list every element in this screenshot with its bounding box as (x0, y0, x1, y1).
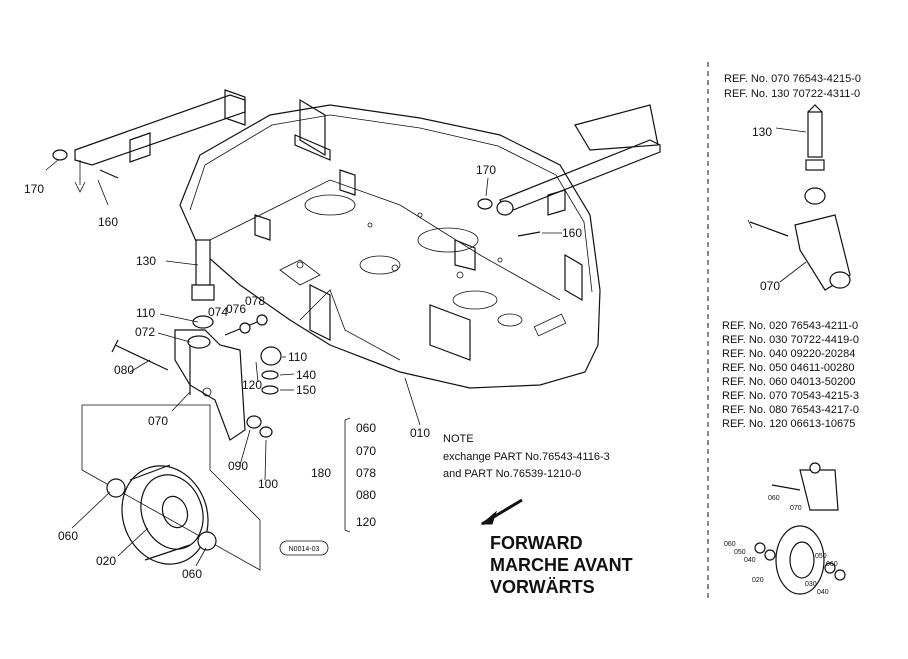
inset-callout-130: 130 (752, 125, 772, 139)
callout-020: 020 (96, 554, 116, 568)
forward-label: FORWARD MARCHE AVANT VORWÄRTS (490, 533, 633, 597)
stack-bracket (344, 417, 351, 533)
callout-070: 070 (148, 414, 168, 428)
inset-callout: 040 (817, 589, 829, 596)
leader-lines (45, 159, 562, 567)
inset-top-drawing (747, 104, 851, 291)
callout-076: 076 (226, 302, 246, 316)
ref-line: REF. No. 120 06613-10675 (722, 418, 855, 430)
note-block: NOTE exchange PART No.76543-4116-3 and P… (443, 433, 610, 480)
forward-arrow-icon (480, 498, 523, 526)
callout-130: 130 (136, 254, 156, 268)
inset-callout: 060 (826, 561, 838, 568)
callout-078: 078 (245, 294, 265, 308)
forward-fr: MARCHE AVANT (490, 555, 633, 575)
callout-100: 100 (258, 477, 278, 491)
inset-callout: 050 (734, 549, 746, 556)
callout-160-right: 160 (562, 226, 582, 240)
stack-item: 078 (356, 466, 376, 480)
forward-de: VORWÄRTS (490, 577, 595, 597)
stack-list: 180 060 070 078 080 120 (311, 421, 376, 529)
inset-callout-070: 070 (760, 279, 780, 293)
callout-060-left: 060 (58, 529, 78, 543)
ref-top-list: REF. No. 070 76543-4215-0 REF. No. 130 7… (724, 73, 861, 100)
callout-090: 090 (228, 459, 248, 473)
inset-callout: 020 (752, 577, 764, 584)
inset-bottom-drawing (754, 462, 846, 595)
forward-en: FORWARD (490, 533, 583, 553)
callout-140: 140 (296, 368, 316, 382)
callout-160-left: 160 (98, 215, 118, 229)
inset-callout: 030 (805, 581, 817, 588)
callout-170-right: 170 (476, 163, 496, 177)
note-line-2: and PART No.76539-1210-0 (443, 468, 581, 480)
callout-072: 072 (135, 325, 155, 339)
stack-item: 070 (356, 444, 376, 458)
stamp-text: N0014-03 (289, 546, 320, 553)
mower-deck (179, 98, 601, 389)
inset-callout: 050 (815, 553, 827, 560)
inset-callout: 040 (744, 557, 756, 564)
ref-line: REF. No. 060 04013-50200 (722, 376, 855, 388)
callout-120: 120 (242, 378, 262, 392)
inset-bottom-callouts: 060 070 060 050 040 020 050 060 030 040 (724, 495, 838, 596)
stack-item: 120 (356, 515, 376, 529)
stack-lead: 180 (311, 466, 331, 480)
callout-labels: 170 160 130 110 074 076 078 072 080 070 … (24, 163, 582, 581)
ref-line: REF. No. 020 76543-4211-0 (722, 320, 858, 332)
ref-line: REF. No. 040 09220-20284 (722, 348, 855, 360)
inset-callout: 070 (790, 505, 802, 512)
callout-074: 074 (208, 305, 228, 319)
note-title: NOTE (443, 433, 474, 445)
right-arm (477, 104, 661, 237)
callout-060-bottom: 060 (182, 567, 202, 581)
callout-150: 150 (296, 383, 316, 397)
left-arm (52, 89, 246, 193)
caster-assembly (81, 239, 282, 571)
note-line-1: exchange PART No.76543-4116-3 (443, 451, 610, 463)
callout-010: 010 (410, 426, 430, 440)
ref-line: REF. No. 030 70722-4419-0 (722, 334, 859, 346)
stack-item: 080 (356, 488, 376, 502)
ref-line: REF. No. 070 70543-4215-3 (722, 390, 859, 402)
ref-mid-list: REF. No. 020 76543-4211-0 REF. No. 030 7… (722, 320, 859, 430)
ref-line: REF. No. 130 70722-4311-0 (724, 88, 860, 100)
callout-110-left: 110 (136, 306, 155, 320)
ref-line: REF. No. 050 04611-00280 (722, 362, 855, 374)
ref-line: REF. No. 080 76543-4217-0 (722, 404, 859, 416)
inset-callout: 060 (768, 495, 780, 502)
stack-item: 060 (356, 421, 376, 435)
inset-callout: 060 (724, 541, 736, 548)
callout-110-right: 110 (288, 350, 307, 364)
ref-line: REF. No. 070 76543-4215-0 (724, 73, 861, 85)
callout-170-left: 170 (24, 182, 44, 196)
callout-080: 080 (114, 363, 134, 377)
drawing-stamp: N0014-03 (279, 540, 329, 556)
